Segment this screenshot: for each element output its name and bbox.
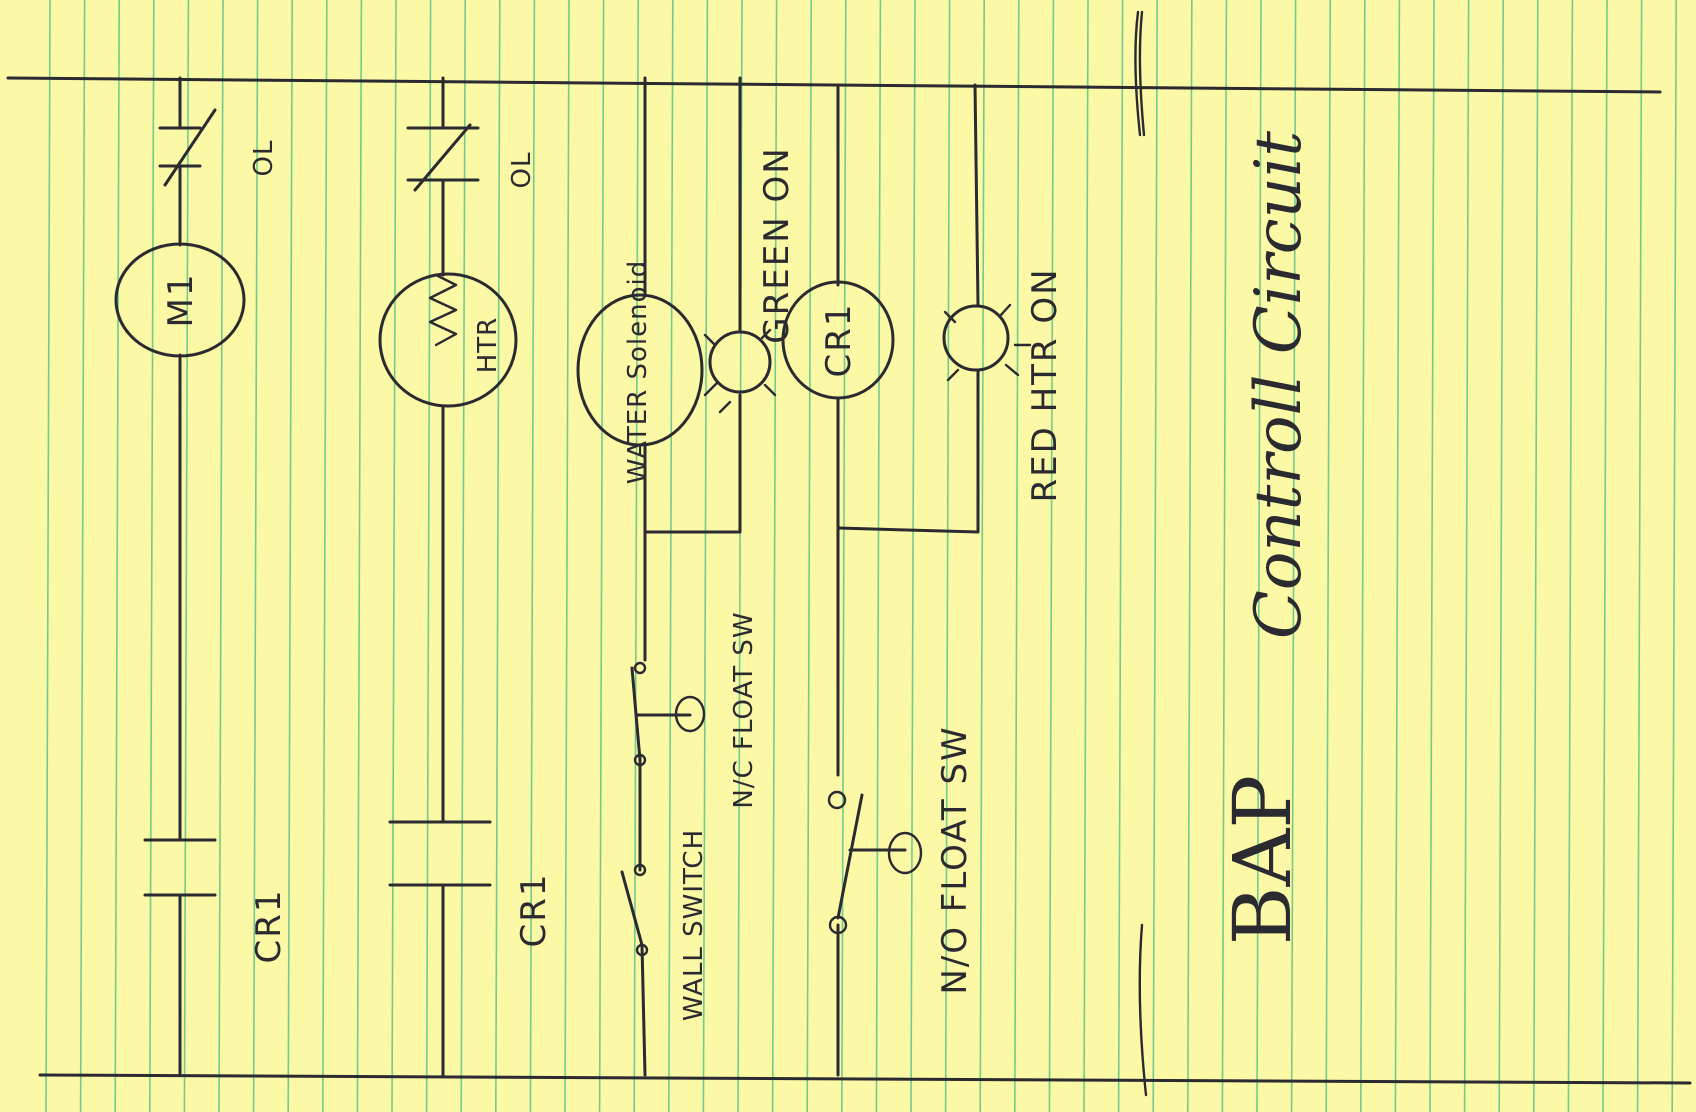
rule-line bbox=[425, 0, 432, 1112]
rung-4-red-lamp-label: RED HTR ON bbox=[1025, 267, 1065, 502]
rule-line bbox=[1636, 0, 1643, 1112]
rule-line bbox=[391, 0, 397, 1112]
margin-mark-bottom bbox=[1138, 923, 1148, 1097]
rung-3-solenoid-symbol bbox=[576, 293, 704, 447]
rule-line bbox=[1256, 0, 1262, 1112]
rule-line bbox=[494, 0, 501, 1112]
rule-line bbox=[1429, 0, 1435, 1112]
rule-line bbox=[1013, 0, 1020, 1112]
rung-3-float-switch-terminal-b bbox=[633, 661, 647, 675]
rung-2-cr1-label: CR1 bbox=[514, 873, 554, 948]
rung-3-wall-switch-terminal-a bbox=[633, 863, 647, 877]
rung-3-solenoid-label: WATER Solenoid bbox=[623, 260, 653, 484]
rule-line bbox=[149, 0, 155, 1112]
rung-1-cr1-label: CR1 bbox=[249, 889, 289, 964]
rule-line bbox=[1325, 0, 1331, 1112]
rule-line bbox=[321, 0, 328, 1112]
rung-2-ol-label: OL bbox=[507, 152, 537, 189]
rule-line bbox=[806, 0, 813, 1112]
rule-line bbox=[702, 0, 709, 1112]
diagram-title: Controll Circuit bbox=[1242, 131, 1316, 639]
rule-line bbox=[1187, 0, 1193, 1112]
rule-line bbox=[875, 0, 882, 1112]
rung-3: WATER Solenoid GREEN ON N/C FLOAT SW WAL… bbox=[576, 76, 797, 1077]
margin-mark-top bbox=[1134, 10, 1142, 137]
rule-line bbox=[114, 0, 120, 1112]
ruled-lines bbox=[45, 0, 1677, 1112]
rung-4-lamp-branch bbox=[836, 83, 980, 534]
rule-line bbox=[252, 0, 259, 1112]
rung-1-coil-symbol bbox=[114, 242, 246, 358]
rung-1: M1 OL CR1 bbox=[114, 76, 289, 1077]
author-initials: BAP bbox=[1216, 775, 1309, 945]
top-power-rail bbox=[6, 76, 1662, 94]
rung-2-cr1-contact-symbol bbox=[388, 820, 492, 887]
rung-3-float-switch-blade bbox=[630, 666, 692, 762]
rung-4-float-switch-label: N/O FLOAT SW bbox=[935, 725, 975, 994]
rung-4-coil-symbol bbox=[781, 280, 895, 400]
rule-line bbox=[944, 0, 951, 1112]
rung-4-coil-label: CR1 bbox=[819, 303, 859, 378]
rule-line bbox=[1083, 0, 1089, 1112]
rung-3-wire bbox=[638, 76, 647, 1077]
rung-4: CR1 RED HTR ON N/O FLOAT SW bbox=[781, 83, 1065, 1077]
rule-line bbox=[979, 0, 986, 1112]
rung-3-wall-switch-blade bbox=[620, 870, 644, 947]
rule-line bbox=[1221, 0, 1228, 1112]
rule-line bbox=[79, 0, 86, 1112]
rule-line bbox=[460, 0, 467, 1112]
rule-line bbox=[633, 0, 640, 1112]
rung-2: HTR OL CR1 bbox=[378, 76, 554, 1077]
rung-2-heater-zigzag bbox=[428, 273, 458, 347]
rule-line bbox=[840, 0, 847, 1112]
rule-line bbox=[529, 0, 536, 1112]
rung-1-coil-label: M1 bbox=[161, 273, 201, 328]
rung-3-lamp-branch bbox=[643, 76, 742, 534]
rule-line bbox=[1463, 0, 1470, 1112]
rung-2-heater-label: HTR bbox=[473, 317, 503, 374]
rule-line bbox=[564, 0, 570, 1112]
rule-line bbox=[287, 0, 294, 1112]
rung-3-float-symbol bbox=[674, 695, 706, 733]
rule-line bbox=[1048, 0, 1055, 1112]
rung-4-float-switch-terminal-a bbox=[827, 790, 847, 810]
rung-3-wall-switch-label: WALL SWITCH bbox=[679, 829, 709, 1021]
rung-3-green-lamp-symbol bbox=[708, 330, 772, 394]
rung-4-red-lamp-symbol bbox=[942, 304, 1010, 372]
rule-line bbox=[183, 0, 190, 1112]
rung-1-ol-contact-symbol bbox=[158, 108, 217, 187]
rule-line bbox=[1498, 0, 1504, 1112]
rule-line bbox=[598, 0, 605, 1112]
rule-line bbox=[356, 0, 363, 1112]
rung-4-red-lamp-rays bbox=[943, 303, 1032, 382]
rule-line bbox=[45, 0, 51, 1112]
rule-line bbox=[1394, 0, 1401, 1112]
rung-3-float-switch-label: N/C FLOAT SW bbox=[729, 611, 759, 808]
rule-line bbox=[1602, 0, 1608, 1112]
rung-3-green-lamp-label: GREEN ON bbox=[757, 146, 797, 343]
rule-line bbox=[1533, 0, 1539, 1112]
rule-line bbox=[218, 0, 224, 1112]
rung-2-heater-symbol bbox=[378, 272, 518, 408]
rule-line bbox=[667, 0, 674, 1112]
rung-3-green-lamp-rays bbox=[703, 328, 777, 414]
rule-line bbox=[1671, 0, 1677, 1112]
bottom-power-rail bbox=[38, 1073, 1692, 1085]
margin-mark-top-2 bbox=[1138, 10, 1146, 137]
rule-line bbox=[1567, 0, 1574, 1112]
rule-line bbox=[1360, 0, 1366, 1112]
rule-line bbox=[1290, 0, 1297, 1112]
rule-line bbox=[1152, 0, 1158, 1112]
rule-line bbox=[910, 0, 916, 1112]
rule-line bbox=[1117, 0, 1124, 1112]
rung-4-float-switch-blade bbox=[836, 793, 907, 920]
rule-line bbox=[771, 0, 778, 1112]
rung-1-cr1-contact-symbol bbox=[143, 838, 217, 897]
rung-1-ol-label: OL bbox=[249, 140, 279, 177]
rung-2-ol-contact-symbol bbox=[406, 123, 480, 192]
rung-4-float-symbol bbox=[887, 831, 923, 875]
